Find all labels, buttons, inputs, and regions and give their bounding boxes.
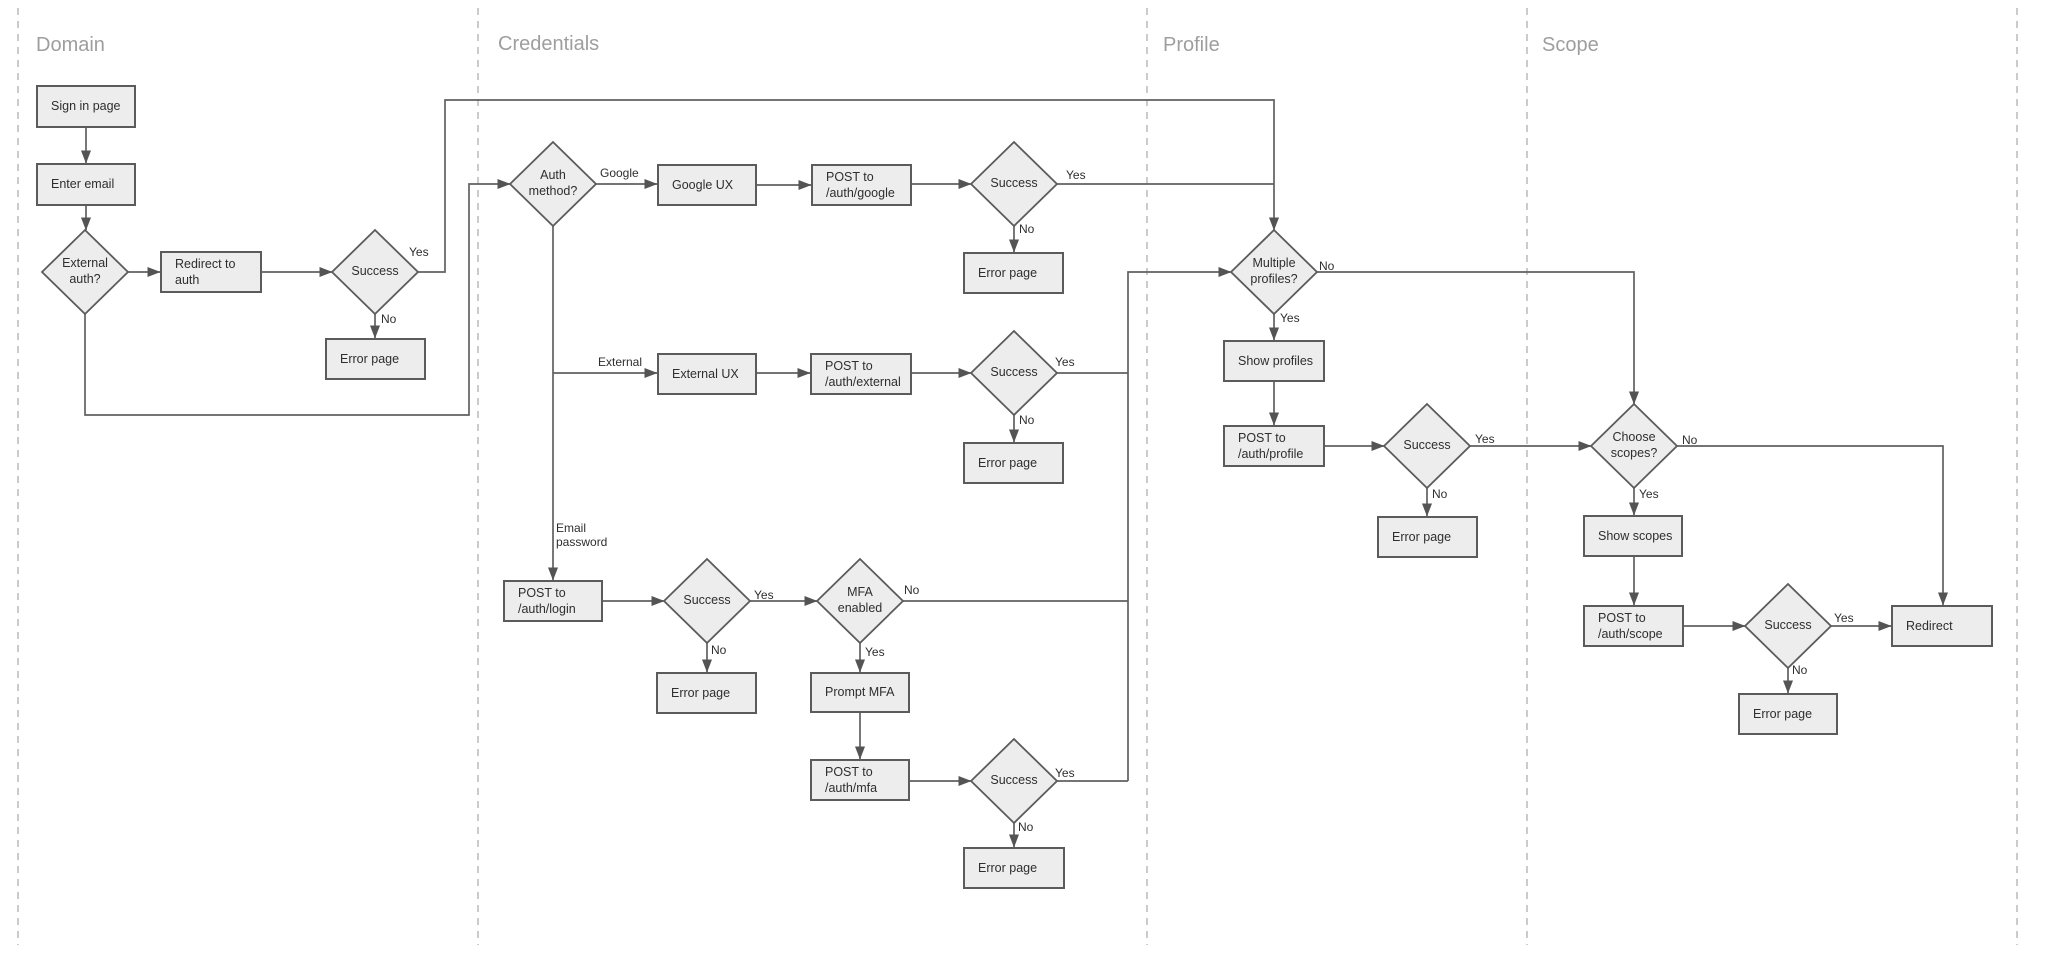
decision-external-auth-shape[interactable] bbox=[40, 228, 130, 316]
node-error-page-google[interactable]: Error page bbox=[963, 252, 1064, 294]
flow-connector bbox=[1127, 267, 1232, 781]
edge-label: Yes bbox=[1055, 766, 1075, 780]
edge-label: Yes bbox=[1066, 168, 1086, 182]
node-post-auth-scope[interactable]: POST to /auth/scope bbox=[1583, 605, 1684, 647]
node-error-page-profile[interactable]: Error page bbox=[1377, 516, 1478, 558]
node-error-page-domain[interactable]: Error page bbox=[325, 338, 426, 380]
decision-success-mfa-shape[interactable] bbox=[969, 737, 1059, 825]
node-show-profiles[interactable]: Show profiles bbox=[1223, 340, 1325, 382]
decision-success-profile-shape[interactable] bbox=[1382, 402, 1472, 490]
edge-label: External bbox=[598, 355, 643, 369]
edge-label: No bbox=[1018, 820, 1034, 834]
edge-label: Yes bbox=[1055, 355, 1075, 369]
edge-label: No bbox=[1432, 487, 1448, 501]
lane-heading-domain: Domain bbox=[36, 34, 105, 56]
edge-label: No bbox=[1682, 433, 1698, 447]
edge-label: No bbox=[1792, 663, 1808, 677]
decision-success-google-shape[interactable] bbox=[969, 140, 1059, 228]
edge-label: No bbox=[381, 312, 397, 326]
flow-connector bbox=[1317, 271, 1639, 405]
decision-success-login-shape[interactable] bbox=[662, 557, 752, 645]
node-google-ux[interactable]: Google UX bbox=[657, 164, 757, 206]
node-sign-in-page[interactable]: Sign in page bbox=[36, 85, 136, 128]
node-post-auth-google[interactable]: POST to /auth/google bbox=[811, 164, 912, 206]
edge-label: Yes bbox=[865, 645, 885, 659]
edge-label: Yes bbox=[1475, 432, 1495, 446]
lane-heading-credentials: Credentials bbox=[498, 33, 600, 55]
lane-heading-profile: Profile bbox=[1163, 34, 1220, 56]
edge-label: Yes bbox=[409, 245, 429, 259]
node-error-page-login[interactable]: Error page bbox=[656, 672, 757, 714]
edge-label: No bbox=[711, 643, 727, 657]
node-redirect[interactable]: Redirect bbox=[1891, 605, 1993, 647]
edge-label: No bbox=[904, 583, 920, 597]
edge-label: Email password bbox=[556, 521, 608, 549]
decision-success-domain-shape[interactable] bbox=[330, 228, 420, 316]
node-error-page-external[interactable]: Error page bbox=[963, 442, 1064, 484]
node-post-auth-mfa[interactable]: POST to /auth/mfa bbox=[810, 759, 910, 801]
edge-label: Google bbox=[600, 166, 639, 180]
node-show-scopes[interactable]: Show scopes bbox=[1583, 515, 1683, 557]
edge-label: No bbox=[1019, 222, 1035, 236]
edge-label: Yes bbox=[754, 588, 774, 602]
node-error-page-scope[interactable]: Error page bbox=[1738, 693, 1838, 735]
lane-heading-scope: Scope bbox=[1542, 34, 1599, 56]
edge-label: No bbox=[1019, 413, 1035, 427]
edge-label: Yes bbox=[1639, 487, 1659, 501]
node-error-page-mfa[interactable]: Error page bbox=[963, 847, 1065, 889]
node-redirect-to-auth[interactable]: Redirect to auth bbox=[160, 251, 262, 293]
decision-success-external-shape[interactable] bbox=[969, 329, 1059, 417]
edge-label: Yes bbox=[1834, 611, 1854, 625]
decision-success-scope-shape[interactable] bbox=[1743, 582, 1833, 670]
node-post-auth-external[interactable]: POST to /auth/external bbox=[810, 353, 912, 395]
edge-label: Yes bbox=[1280, 311, 1300, 325]
node-external-ux[interactable]: External UX bbox=[657, 353, 757, 395]
flow-connector bbox=[418, 99, 1279, 273]
node-post-auth-login[interactable]: POST to /auth/login bbox=[503, 580, 603, 622]
node-enter-email[interactable]: Enter email bbox=[36, 163, 136, 206]
node-prompt-mfa[interactable]: Prompt MFA bbox=[810, 672, 910, 713]
decision-choose-scopes-shape[interactable] bbox=[1589, 402, 1679, 490]
decision-mfa-enabled-shape[interactable] bbox=[815, 557, 905, 645]
decision-multiple-profiles-shape[interactable] bbox=[1229, 228, 1319, 316]
flow-connector bbox=[84, 179, 511, 416]
node-post-auth-profile[interactable]: POST to /auth/profile bbox=[1223, 425, 1325, 467]
flow-connector bbox=[1677, 445, 1948, 606]
edge-label: No bbox=[1319, 259, 1335, 273]
decision-auth-method-shape[interactable] bbox=[508, 140, 598, 228]
